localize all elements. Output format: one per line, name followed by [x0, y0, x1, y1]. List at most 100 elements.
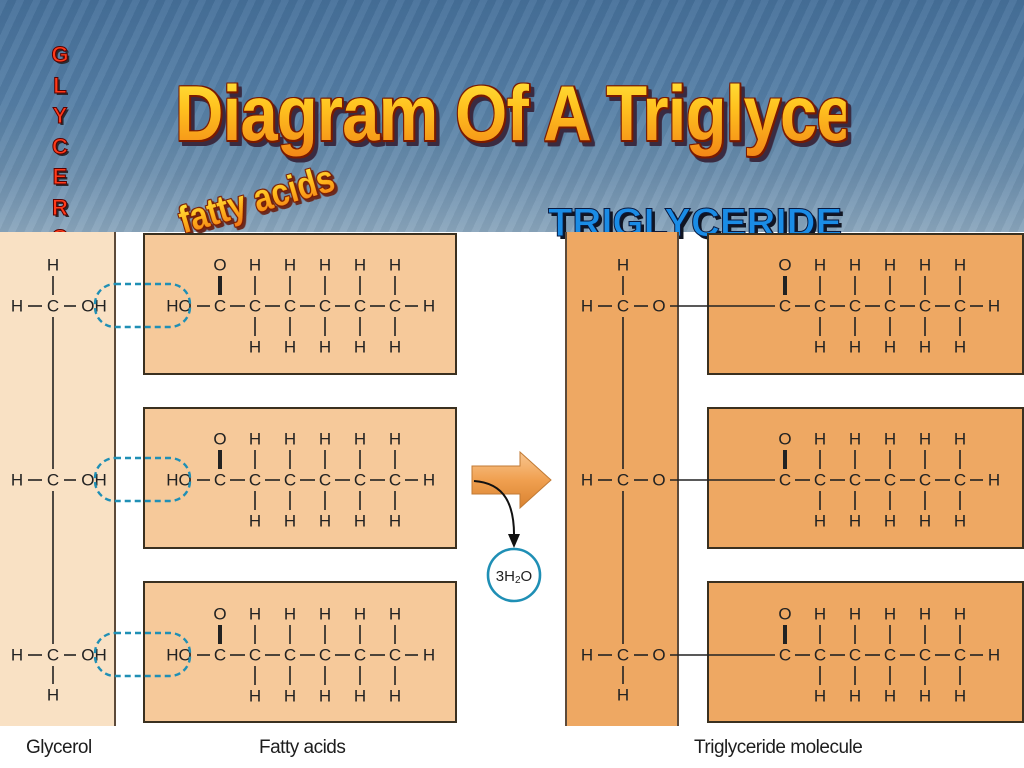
atom-h: H [919, 256, 931, 275]
atom-h: H [849, 256, 861, 275]
atom-h: H [319, 687, 331, 706]
atom-h: H [389, 605, 401, 624]
atom-h: H [919, 687, 931, 706]
atom-h: H [988, 297, 1000, 316]
atom-h: H [319, 605, 331, 624]
atom-h: H [354, 605, 366, 624]
arrowhead-icon [508, 534, 520, 548]
page-title: Diagram Of A Triglyceride [175, 58, 973, 168]
atom-h: H [849, 512, 861, 531]
atom-h: H [47, 256, 59, 275]
atom-c: C [779, 297, 791, 316]
caption-fatty-acids: Fatty acids [259, 737, 346, 758]
atom-h: H [284, 430, 296, 449]
atom-c: C [389, 471, 401, 490]
atom-h: H [319, 256, 331, 275]
atom-c: C [389, 646, 401, 665]
atom-c: C [617, 297, 629, 316]
atom-c: C [884, 471, 896, 490]
atom-o: O [778, 256, 791, 275]
atom-oh: OH [81, 471, 107, 490]
atom-h: H [884, 605, 896, 624]
atom-c: C [779, 471, 791, 490]
atom-h: H [814, 430, 826, 449]
atom-c: C [319, 646, 331, 665]
atom-c: C [849, 646, 861, 665]
atom-c: C [814, 297, 826, 316]
glycerol-letter: C [52, 133, 69, 159]
atom-h: H [284, 256, 296, 275]
atom-c: C [249, 297, 261, 316]
atom-c: C [919, 646, 931, 665]
atom-h: H [249, 687, 261, 706]
atom-h: H [389, 430, 401, 449]
glycerol-panel [0, 232, 116, 726]
atom-o: O [652, 297, 665, 316]
atom-oh: OH [81, 646, 107, 665]
atom-h: H [988, 471, 1000, 490]
atom-h: H [988, 646, 1000, 665]
atom-o: O [213, 256, 226, 275]
atom-h: H [954, 430, 966, 449]
atom-h: H [319, 338, 331, 357]
atom-ho: HO [166, 646, 192, 665]
atom-c: C [814, 471, 826, 490]
atom-c: C [954, 646, 966, 665]
atom-c: C [354, 297, 366, 316]
atom-c: C [389, 297, 401, 316]
triglyceride-chain-box-2 [707, 407, 1024, 549]
water-release-arrow [473, 480, 516, 541]
glycerol-letter: Y [52, 103, 68, 129]
atom-ho: HO [166, 297, 192, 316]
atom-h: H [581, 471, 593, 490]
water-label: 3H2O [496, 568, 532, 586]
atom-o: O [778, 605, 791, 624]
atom-c: C [884, 297, 896, 316]
caption-triglyceride-molecule: Triglyceride molecule [694, 737, 863, 758]
atom-c: C [319, 471, 331, 490]
atom-c: C [919, 297, 931, 316]
atom-h: H [319, 430, 331, 449]
atom-c: C [249, 471, 261, 490]
atom-c: C [617, 471, 629, 490]
atom-h: H [284, 687, 296, 706]
water-circle [486, 547, 542, 603]
atom-h: H [954, 256, 966, 275]
fatty-acid-box-1 [143, 233, 457, 375]
reaction-arrow [471, 450, 552, 510]
atom-h: H [284, 512, 296, 531]
atom-h: H [954, 605, 966, 624]
atom-h: H [581, 297, 593, 316]
atom-h: H [581, 646, 593, 665]
atom-h: H [389, 338, 401, 357]
atom-o: O [778, 430, 791, 449]
atom-h: H [954, 512, 966, 531]
triglyceride-chain-box-3 [707, 581, 1024, 723]
atom-c: C [849, 297, 861, 316]
atom-h: H [919, 430, 931, 449]
atom-h: H [884, 430, 896, 449]
fatty-acid-box-2 [143, 407, 457, 549]
glycerol-letter: R [52, 194, 69, 220]
atom-c: C [214, 646, 226, 665]
atom-h: H [423, 471, 435, 490]
atom-h: H [249, 512, 261, 531]
atom-c: C [214, 297, 226, 316]
atom-h: H [617, 256, 629, 275]
atom-h: H [884, 687, 896, 706]
atom-h: H [354, 338, 366, 357]
atom-h: H [849, 605, 861, 624]
atom-c: C [319, 297, 331, 316]
fatty-acid-box-3 [143, 581, 457, 723]
atom-h: H [249, 256, 261, 275]
atom-h: H [884, 256, 896, 275]
atom-h: H [423, 297, 435, 316]
atom-c: C [47, 646, 59, 665]
atom-c: C [814, 646, 826, 665]
atom-h: H [354, 687, 366, 706]
atom-h: H [919, 338, 931, 357]
caption-glycerol: Glycerol [26, 737, 92, 758]
atom-ho: HO [166, 471, 192, 490]
atom-c: C [47, 297, 59, 316]
